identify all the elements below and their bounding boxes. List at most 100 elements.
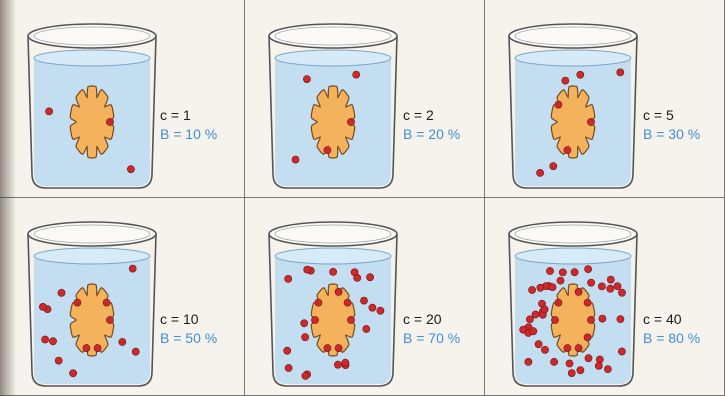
beaker bbox=[503, 212, 643, 388]
free-particle bbox=[618, 348, 625, 355]
free-particle bbox=[301, 320, 308, 327]
bound-particle bbox=[575, 345, 582, 352]
free-particle bbox=[595, 362, 602, 369]
free-particle bbox=[568, 370, 575, 377]
bound-particle bbox=[587, 118, 594, 125]
concentration-label: c = 10 bbox=[160, 310, 217, 329]
free-particle bbox=[304, 266, 311, 273]
free-particle bbox=[541, 306, 548, 313]
free-particle bbox=[617, 316, 624, 323]
free-particle bbox=[46, 108, 53, 115]
free-particle bbox=[607, 285, 614, 292]
bound-particle bbox=[106, 316, 113, 323]
concentration-label: c = 5 bbox=[643, 106, 700, 125]
free-particle bbox=[530, 328, 537, 335]
free-particle bbox=[618, 289, 625, 296]
panel-labels: c = 10 B = 50 % bbox=[160, 310, 217, 348]
beaker bbox=[263, 14, 403, 190]
beaker bbox=[22, 212, 162, 388]
free-particle bbox=[604, 366, 611, 373]
bound-percent-label: B = 10 % bbox=[160, 125, 217, 144]
bound-particle bbox=[315, 299, 322, 306]
panel-labels: c = 20 B = 70 % bbox=[403, 310, 460, 348]
bound-percent-label: B = 70 % bbox=[403, 329, 460, 348]
free-particle bbox=[598, 283, 605, 290]
panel-c-1: c = 1 B = 10 % bbox=[0, 0, 245, 198]
panel-labels: c = 40 B = 80 % bbox=[643, 310, 700, 348]
bound-percent-label: B = 50 % bbox=[160, 329, 217, 348]
free-particle bbox=[127, 166, 134, 173]
bound-particle bbox=[83, 345, 90, 352]
free-particle bbox=[546, 267, 553, 274]
free-particle bbox=[285, 364, 292, 371]
water-surface bbox=[515, 50, 631, 66]
free-particle bbox=[585, 355, 592, 362]
bound-particle bbox=[335, 288, 342, 295]
free-particle bbox=[550, 163, 557, 170]
water-surface bbox=[34, 50, 150, 66]
bound-particle bbox=[344, 299, 351, 306]
free-particle bbox=[559, 269, 566, 276]
free-particle bbox=[284, 347, 291, 354]
free-particle bbox=[42, 336, 49, 343]
free-particle bbox=[354, 274, 361, 281]
free-particle bbox=[562, 77, 569, 84]
concentration-label: c = 1 bbox=[160, 106, 217, 125]
free-particle bbox=[566, 360, 573, 367]
free-particle bbox=[525, 358, 532, 365]
free-particle bbox=[292, 156, 299, 163]
free-particle bbox=[535, 341, 542, 348]
free-particle bbox=[588, 279, 595, 286]
free-particle bbox=[537, 284, 544, 291]
panel-labels: c = 5 B = 30 % bbox=[643, 106, 700, 144]
concentration-label: c = 40 bbox=[643, 310, 700, 329]
beaker-rim bbox=[269, 222, 397, 246]
beaker bbox=[22, 14, 162, 190]
panel-c-20: c = 20 B = 70 % bbox=[245, 198, 485, 396]
bound-particle bbox=[564, 147, 571, 154]
free-particle bbox=[303, 76, 310, 83]
beaker-rim bbox=[269, 24, 397, 48]
free-particle bbox=[302, 334, 309, 341]
water-surface bbox=[275, 248, 391, 264]
free-particle bbox=[557, 277, 564, 284]
beaker-rim bbox=[509, 24, 637, 48]
bound-percent-label: B = 30 % bbox=[643, 125, 700, 144]
bound-particle bbox=[575, 288, 582, 295]
free-particle bbox=[585, 266, 592, 273]
bound-particle bbox=[587, 316, 594, 323]
bound-particle bbox=[94, 345, 101, 352]
bound-particle bbox=[335, 345, 342, 352]
free-particle bbox=[377, 307, 384, 314]
free-particle bbox=[49, 338, 56, 345]
water-surface bbox=[275, 50, 391, 66]
bound-particle bbox=[555, 299, 562, 306]
bound-percent-label: B = 80 % bbox=[643, 329, 700, 348]
free-particle bbox=[285, 275, 292, 282]
bound-particle bbox=[324, 147, 331, 154]
bound-particle bbox=[347, 316, 354, 323]
bound-particle bbox=[564, 345, 571, 352]
panel-labels: c = 1 B = 10 % bbox=[160, 106, 217, 144]
free-particle bbox=[58, 289, 65, 296]
free-particle bbox=[55, 357, 62, 364]
bound-particle bbox=[584, 299, 591, 306]
bound-percent-label: B = 20 % bbox=[403, 125, 460, 144]
bound-particle bbox=[347, 118, 354, 125]
free-particle bbox=[607, 276, 614, 283]
bound-particle bbox=[555, 101, 562, 108]
bound-particle bbox=[551, 316, 558, 323]
free-particle bbox=[330, 268, 337, 275]
free-particle bbox=[342, 359, 349, 366]
free-particle bbox=[577, 71, 584, 78]
bound-particle bbox=[311, 316, 318, 323]
free-particle bbox=[549, 284, 556, 291]
free-particle bbox=[119, 338, 126, 345]
free-particle bbox=[551, 358, 558, 365]
free-particle bbox=[334, 361, 341, 368]
bound-particle bbox=[74, 299, 81, 306]
free-particle bbox=[529, 286, 536, 293]
free-particle bbox=[571, 269, 578, 276]
free-particle bbox=[617, 69, 624, 76]
